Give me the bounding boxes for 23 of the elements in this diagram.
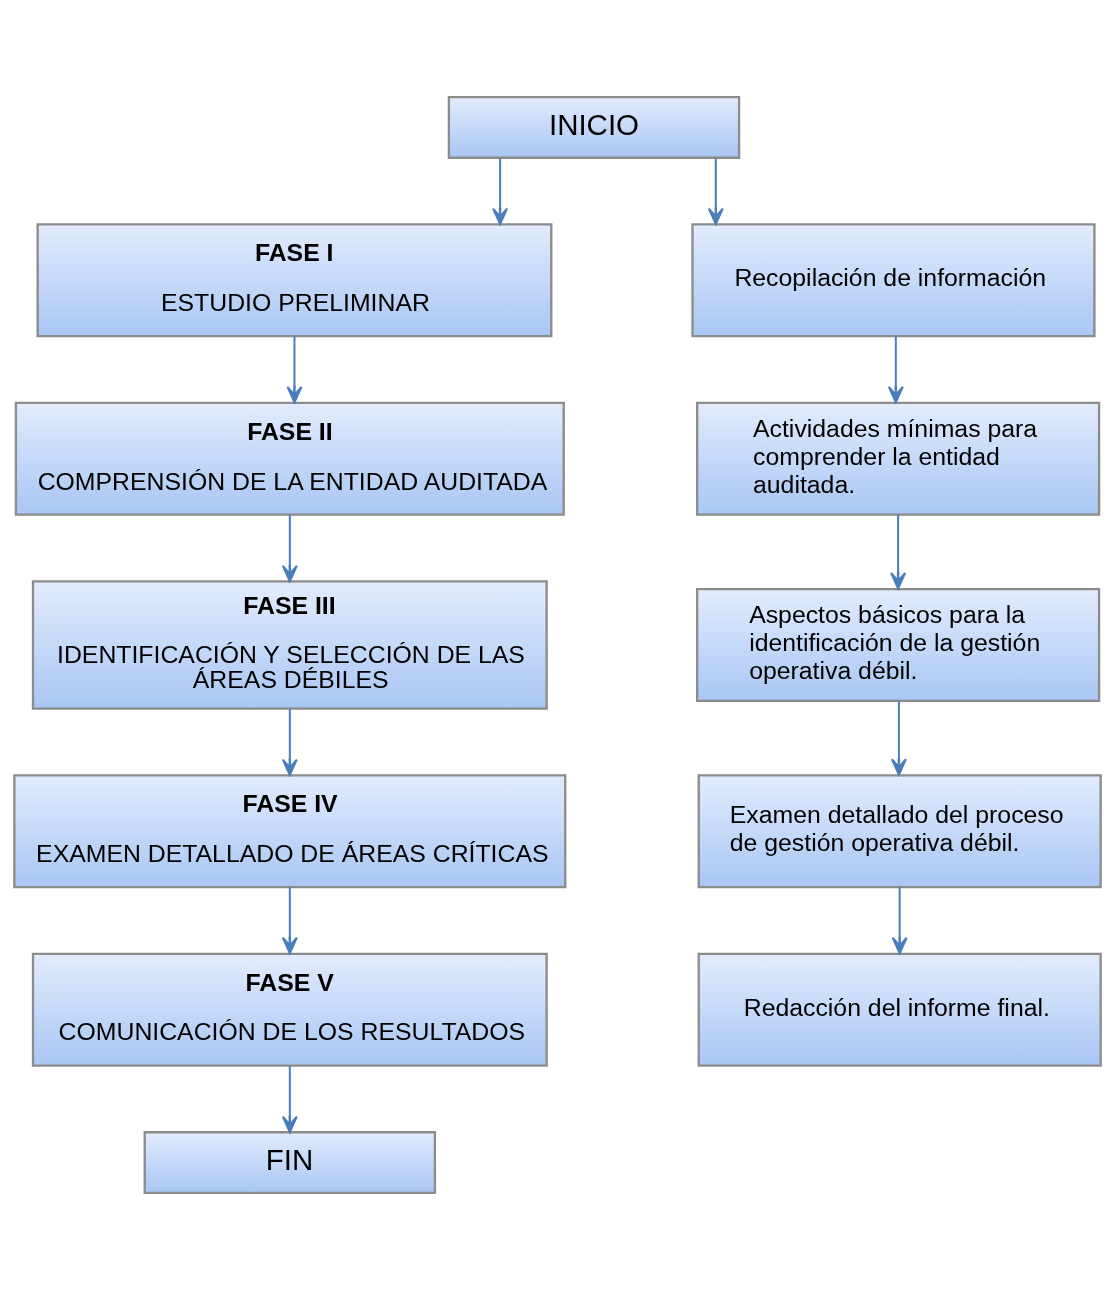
- node-box: FASE V COMUNICACIÓN DE LOS RESULTADOS: [31, 952, 548, 1067]
- node-box: Examen detallado del proceso de gestión operativa débil.: [697, 773, 1102, 888]
- node-box: Redacción del informe final.: [697, 952, 1102, 1067]
- node-box: FIN: [143, 1130, 437, 1194]
- arrow: [492, 157, 509, 225]
- arrow: [286, 335, 303, 403]
- node-box: Aspectos básicos para la identificación de la gestión operativa débil.: [696, 587, 1101, 702]
- node-box: FASE IV EXAMEN DETALLADO DE ÁREAS CRÍTICAS: [13, 773, 567, 888]
- node-box: FASE II COMPRENSIÓN DE LA ENTIDAD AUDITADA: [14, 401, 565, 516]
- arrow: [281, 1065, 298, 1133]
- arrow: [707, 157, 724, 225]
- node-box: Actividades mínimas para comprender la entidad auditada.: [696, 401, 1101, 516]
- arrow: [890, 700, 907, 776]
- node-box: FASE III IDENTIFICACIÓN Y SELECCIÓN DE LAS ÁREAS DÉBILES: [31, 579, 548, 710]
- arrow: [281, 514, 298, 582]
- node-box: Recopilación de información: [691, 222, 1096, 337]
- arrow: [887, 335, 904, 403]
- arrow: [281, 708, 298, 776]
- arrow: [281, 886, 298, 954]
- arrow: [891, 886, 908, 954]
- node-box: FASE I ESTUDIO PRELIMINAR: [36, 222, 553, 337]
- node-box: INICIO: [447, 95, 741, 159]
- arrow: [890, 514, 907, 590]
